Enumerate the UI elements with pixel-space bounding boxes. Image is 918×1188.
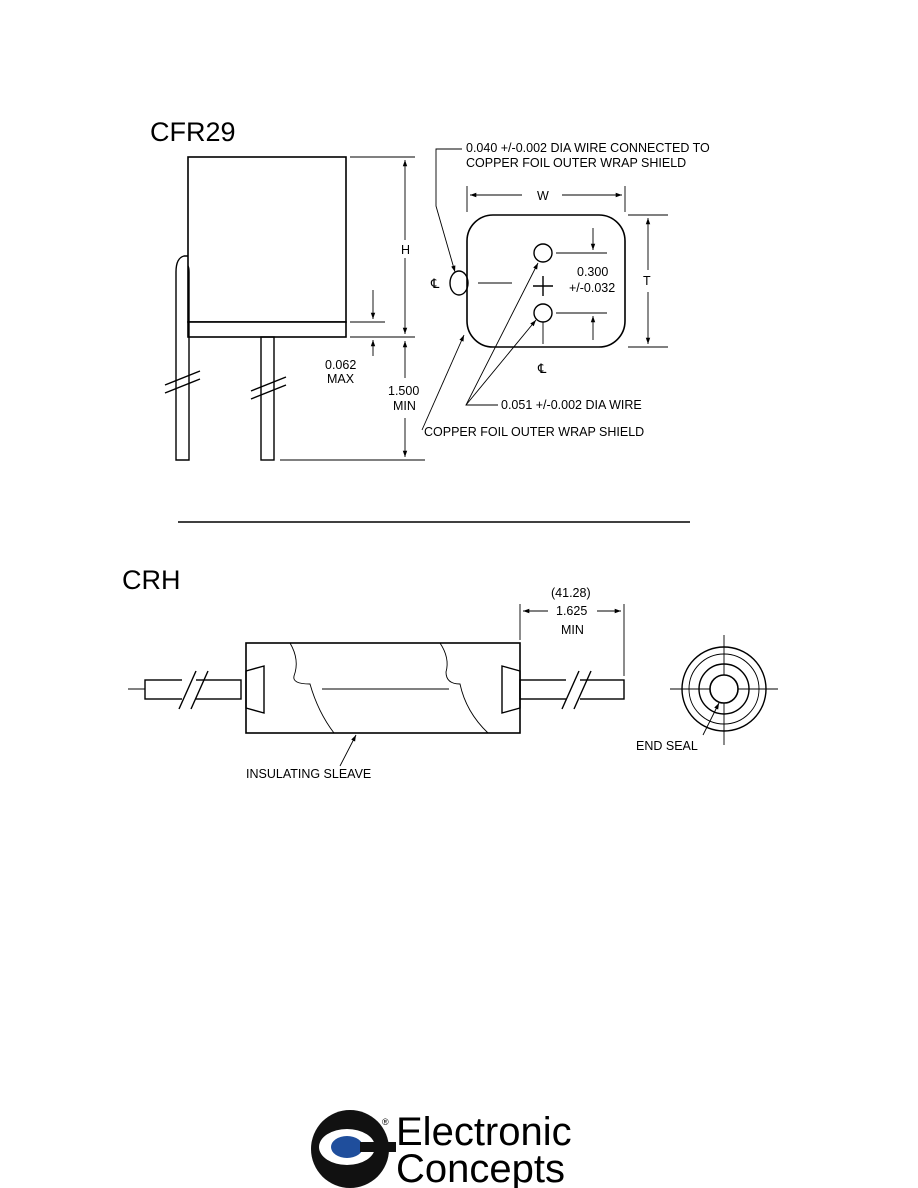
dimension-w: W bbox=[466, 186, 626, 212]
end-view-seal bbox=[698, 663, 750, 715]
dimension-band-max: 0.062 MAX bbox=[325, 290, 385, 386]
label-t: T bbox=[643, 274, 651, 288]
cfr29-end-view: ℄ ℄ bbox=[430, 214, 626, 376]
centerline-left: ℄ bbox=[430, 276, 440, 291]
cfr29-side-view bbox=[164, 156, 347, 461]
logo-word-concepts: Concepts bbox=[396, 1147, 565, 1188]
end-band bbox=[187, 321, 347, 338]
break-mark bbox=[250, 384, 287, 400]
label-max-value: 0.062 bbox=[325, 358, 356, 372]
break-mark bbox=[164, 378, 201, 394]
brand-logo: ® Electronic Concepts bbox=[311, 1110, 572, 1188]
shield-wire bbox=[175, 255, 190, 461]
label-h: H bbox=[401, 243, 410, 257]
cfr29-section: CFR29 H 0.062 bbox=[150, 117, 710, 461]
crh-body bbox=[245, 642, 521, 734]
label-lead-inch: 1.625 bbox=[556, 604, 587, 618]
dimension-lead-min: 1.500 MIN bbox=[280, 341, 425, 461]
left-end-seal bbox=[245, 665, 265, 714]
break-mark bbox=[164, 370, 201, 386]
end-view-outer bbox=[681, 646, 767, 732]
note-shield-wire-line2: COPPER FOIL OUTER WRAP SHIELD bbox=[466, 156, 686, 170]
end-view-sleeve bbox=[688, 653, 760, 725]
sleeve-edge-left bbox=[289, 642, 335, 734]
crh-side-view bbox=[128, 642, 625, 734]
note-shield-wire-line1: 0.040 +/-0.002 DIA WIRE CONNECTED TO bbox=[466, 141, 710, 155]
break-mark bbox=[250, 376, 287, 392]
capacitor-body bbox=[187, 156, 347, 323]
note-copper-shield: COPPER FOIL OUTER WRAP SHIELD bbox=[424, 425, 644, 439]
dimension-lead-spacing: 0.300 +/-0.032 bbox=[556, 228, 615, 340]
end-view-lead bbox=[709, 674, 739, 704]
crh-section: CRH bbox=[122, 565, 778, 781]
label-w: W bbox=[537, 189, 549, 203]
end-view-outline bbox=[466, 214, 626, 348]
note-insulating-sleave: INSULATING SLEAVE bbox=[246, 767, 371, 781]
crh-sleeve-note: INSULATING SLEAVE bbox=[246, 734, 371, 781]
crh-end-view: END SEAL bbox=[636, 635, 778, 753]
shield-wire-end bbox=[449, 270, 469, 296]
dimension-t: T bbox=[628, 214, 668, 348]
label-spacing-tolerance: +/-0.032 bbox=[569, 281, 615, 295]
logo-registered: ® bbox=[382, 1117, 389, 1127]
dimension-h: H bbox=[350, 156, 415, 338]
label-min-word: MIN bbox=[393, 399, 416, 413]
logo-word-electronic: Electronic bbox=[396, 1110, 572, 1154]
cfr29-title: CFR29 bbox=[150, 117, 236, 147]
label-lead-min: MIN bbox=[561, 623, 584, 637]
label-max-word: MAX bbox=[327, 372, 355, 386]
label-spacing-value: 0.300 bbox=[577, 265, 608, 279]
dimension-crh-lead: (41.28) 1.625 MIN bbox=[519, 586, 625, 676]
note-lead-wire: 0.051 +/-0.002 DIA WIRE bbox=[501, 398, 642, 412]
lead-hole-top bbox=[533, 243, 553, 263]
note-end-seal: END SEAL bbox=[636, 739, 698, 753]
lead-wire bbox=[260, 336, 275, 461]
label-lead-mm: (41.28) bbox=[551, 586, 591, 600]
label-min-value: 1.500 bbox=[388, 384, 419, 398]
sleeve-edge-right bbox=[439, 642, 489, 734]
centerline-bottom: ℄ bbox=[537, 361, 547, 376]
crh-title: CRH bbox=[122, 565, 181, 595]
right-end-seal bbox=[501, 665, 521, 714]
cfr29-notes: 0.040 +/-0.002 DIA WIRE CONNECTED TO COP… bbox=[421, 141, 710, 439]
